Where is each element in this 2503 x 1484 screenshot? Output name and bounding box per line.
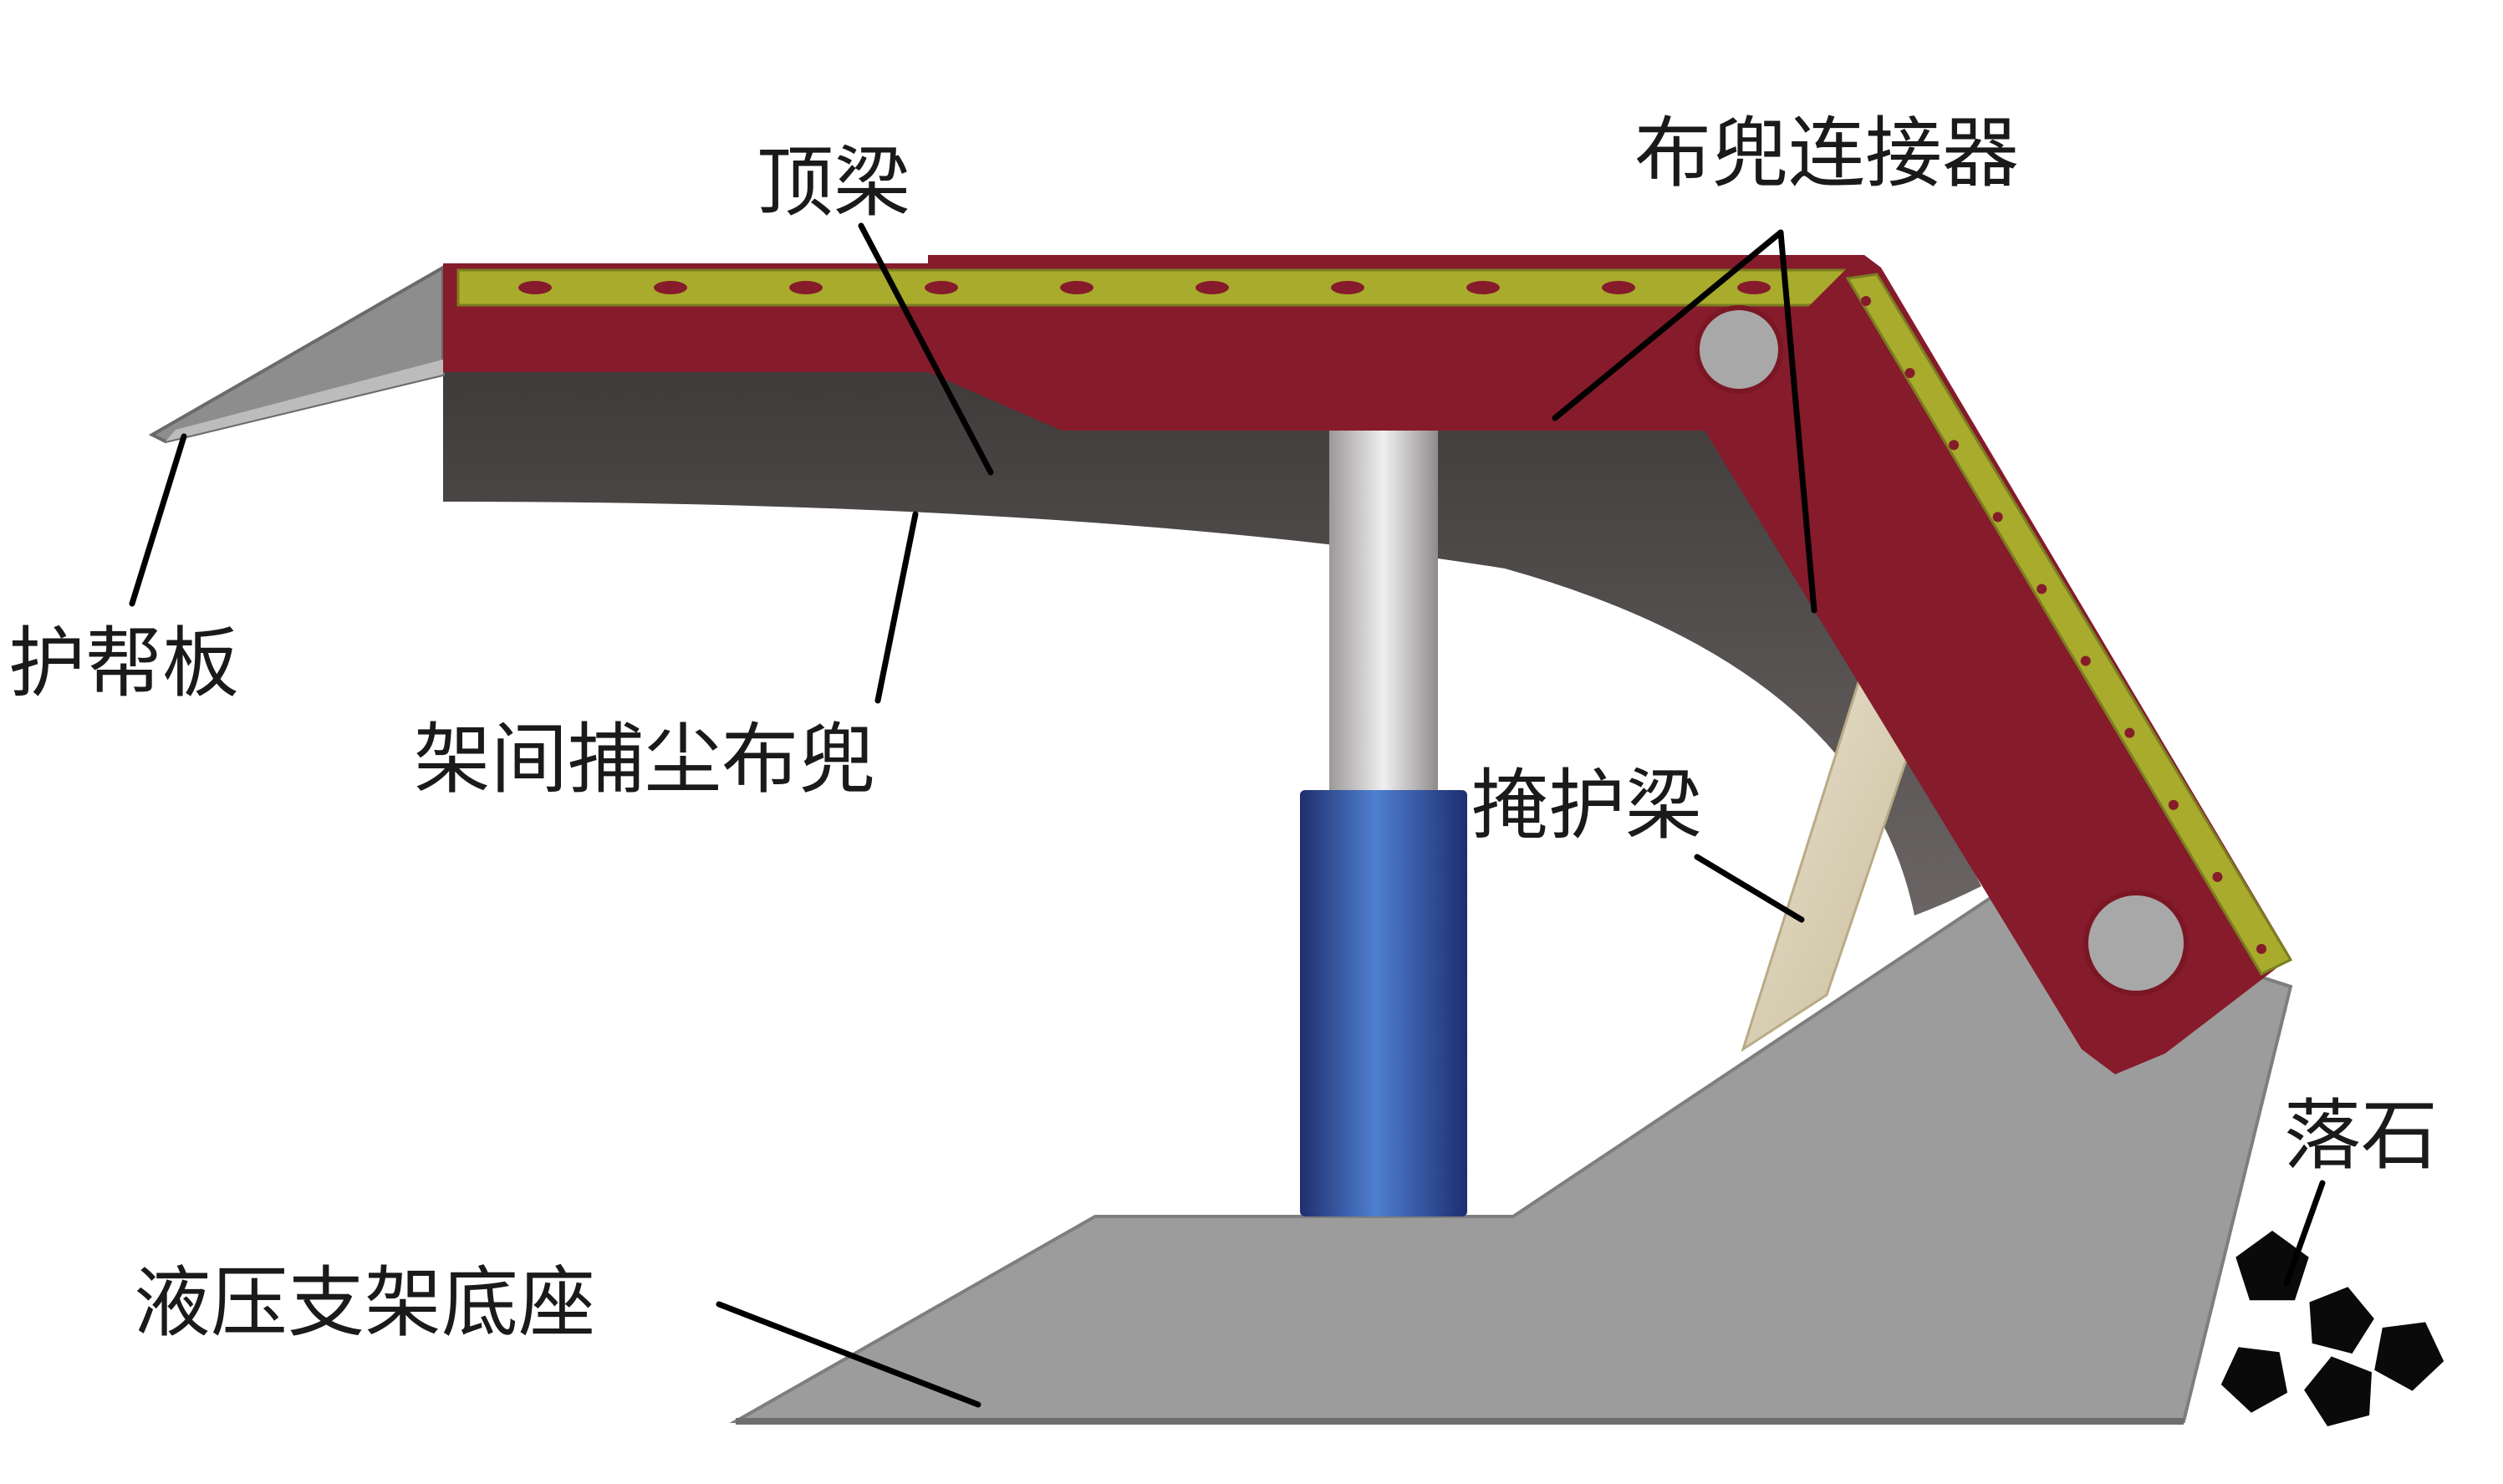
label-side-guard: 护帮板 bbox=[8, 619, 239, 708]
rivet bbox=[654, 281, 687, 294]
rivet bbox=[1060, 281, 1093, 294]
leader-shield-beam bbox=[1694, 854, 1805, 923]
rock bbox=[2220, 1347, 2288, 1413]
rivet bbox=[2212, 871, 2223, 882]
rivet bbox=[789, 281, 823, 294]
label-top-beam: 顶梁 bbox=[757, 138, 910, 227]
label-dust-bag: 架间捕尘布兜 bbox=[414, 715, 875, 804]
shield-beam bbox=[1697, 263, 2291, 1074]
leader-top-beam bbox=[858, 222, 994, 476]
rivet bbox=[2037, 584, 2047, 594]
rivet bbox=[1949, 440, 1960, 451]
label-shield-beam: 掩护梁 bbox=[1471, 761, 1702, 850]
rivet bbox=[1331, 281, 1364, 294]
rivet bbox=[1195, 281, 1229, 294]
bottom-pivot-circle bbox=[2083, 890, 2189, 996]
leader-dust-bag bbox=[874, 511, 919, 704]
label-connector: 布兜连接器 bbox=[1634, 109, 2019, 198]
rock bbox=[2309, 1287, 2374, 1354]
hydraulic-cylinder bbox=[1300, 790, 1467, 1216]
rock bbox=[2304, 1356, 2372, 1426]
rivet bbox=[2256, 944, 2266, 954]
falling-rocks bbox=[2220, 1231, 2444, 1426]
rivet bbox=[518, 281, 552, 294]
rivet bbox=[2124, 727, 2135, 738]
side-guard-plate bbox=[148, 264, 445, 444]
rivet bbox=[925, 281, 958, 294]
leader-connector-1 bbox=[1552, 229, 1784, 421]
top-pivot-circle bbox=[1695, 305, 1783, 394]
leader-base bbox=[716, 1301, 981, 1408]
rivet bbox=[2168, 799, 2179, 810]
leader-falling-rock bbox=[2283, 1180, 2326, 1287]
rivet bbox=[1466, 281, 1500, 294]
rivet bbox=[1602, 281, 1635, 294]
rivet bbox=[1904, 368, 1915, 379]
dust-bag-cloth bbox=[443, 368, 1981, 915]
strip-rivets bbox=[518, 281, 2266, 954]
rock bbox=[2374, 1322, 2444, 1391]
leader-side-guard bbox=[129, 433, 187, 607]
leader-connector-2 bbox=[1777, 229, 1817, 614]
hydraulic-piston-rod bbox=[1329, 414, 1438, 798]
rivet bbox=[1737, 281, 1771, 294]
rivet bbox=[2080, 655, 2091, 666]
rivet bbox=[1992, 512, 2003, 523]
side-guard-plate-edge bbox=[166, 360, 443, 441]
shield-beam-strip bbox=[1845, 273, 2293, 976]
rivet bbox=[1861, 296, 1871, 306]
label-base: 液压支架底座 bbox=[134, 1258, 595, 1348]
rock bbox=[2235, 1231, 2309, 1301]
label-falling-rock: 落石 bbox=[2284, 1091, 2438, 1181]
